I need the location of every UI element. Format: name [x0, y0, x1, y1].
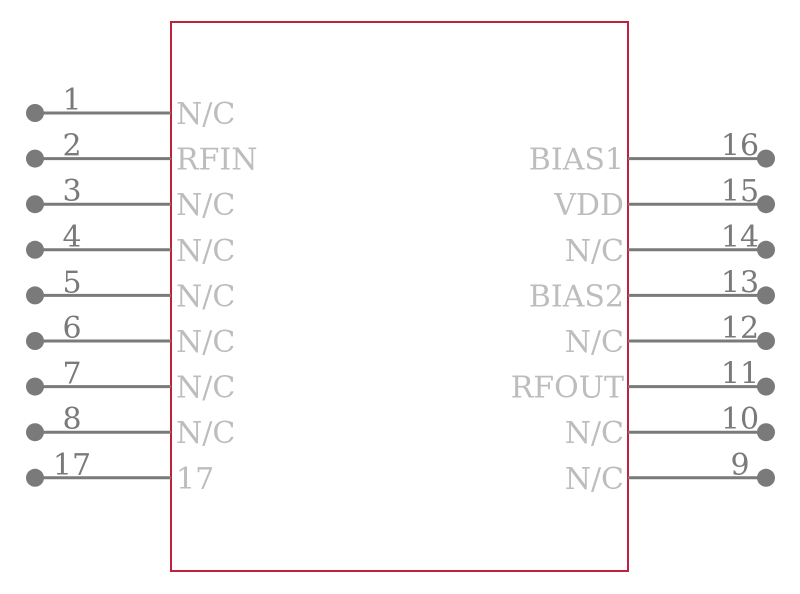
pin-2: 2 RFIN: [26, 129, 258, 178]
pin-14: 14 N/C: [565, 220, 775, 269]
component-body: [170, 21, 629, 572]
pin-1-terminal: [26, 104, 44, 122]
pin-8-number: 8: [62, 402, 81, 437]
pin-10-number: 10: [721, 402, 759, 437]
pin-16-number: 16: [721, 129, 759, 164]
pin-7: 7 N/C: [26, 357, 235, 406]
pin-7-terminal: [26, 377, 44, 396]
pin-1: 1 N/C: [26, 83, 235, 132]
pin-10-terminal: [757, 423, 775, 442]
pin-12-label: N/C: [565, 325, 624, 360]
right-pin-group: 16BIAS115VDD14N/C13BIAS212N/C11RFOUT10N/…: [511, 129, 775, 497]
pin-12-terminal: [757, 332, 775, 350]
pin-4-terminal: [26, 240, 44, 259]
pin-10-label: N/C: [565, 416, 624, 451]
pin-9-number: 9: [730, 448, 749, 483]
pin-14-label: N/C: [565, 234, 624, 269]
pin-13-number: 13: [721, 265, 759, 300]
pin-16-terminal: [757, 149, 775, 168]
pin-5-number: 5: [62, 265, 81, 300]
pin-9-label: N/C: [565, 462, 624, 497]
pin-11: 11 RFOUT: [511, 357, 775, 406]
pin-6-terminal: [26, 332, 44, 350]
pin-5: 5 N/C: [26, 265, 235, 314]
pin-12: 12 N/C: [565, 311, 775, 360]
pin-1-number: 1: [62, 83, 81, 118]
pin-15-number: 15: [721, 174, 759, 209]
pin-8: 8 N/C: [26, 402, 235, 451]
pin-4: 4 N/C: [26, 220, 235, 269]
pin-13-terminal: [757, 286, 775, 305]
pin-5-terminal: [26, 286, 44, 305]
pin-3-terminal: [26, 195, 44, 214]
pin-16-label: BIAS1: [529, 143, 624, 178]
pin-3-number: 3: [62, 174, 81, 209]
pin-3-label: N/C: [176, 188, 235, 223]
pin-2-terminal: [26, 149, 44, 168]
pin-6: 6 N/C: [26, 311, 235, 360]
pin-16: 16 BIAS1: [529, 129, 775, 178]
pin-15: 15 VDD: [553, 174, 775, 223]
pin-10: 10 N/C: [565, 402, 775, 451]
pin-11-terminal: [757, 377, 775, 396]
pin-8-label: N/C: [176, 416, 235, 451]
pin-11-number: 11: [721, 357, 759, 392]
pin-11-label: RFOUT: [511, 371, 624, 406]
pin-7-label: N/C: [176, 371, 235, 406]
pin-9-terminal: [757, 468, 775, 487]
pin-15-terminal: [757, 195, 775, 214]
pin-13-label: BIAS2: [529, 279, 624, 314]
pin-4-number: 4: [62, 220, 81, 255]
pin-15-label: VDD: [553, 188, 624, 223]
pin-12-number: 12: [721, 311, 759, 346]
pin-17-number: 17: [53, 448, 91, 483]
pin-2-number: 2: [62, 129, 81, 164]
pin-3: 3 N/C: [26, 174, 235, 223]
pin-17-terminal: [26, 468, 44, 487]
pin-7-number: 7: [62, 357, 81, 392]
pin-4-label: N/C: [176, 234, 235, 269]
pin-13: 13 BIAS2: [529, 265, 775, 314]
pin-14-number: 14: [721, 220, 759, 255]
pin-6-number: 6: [62, 311, 81, 346]
pin-9: 9 N/C: [565, 448, 775, 497]
pin-5-label: N/C: [176, 279, 235, 314]
pin-2-label: RFIN: [176, 143, 258, 178]
pin-8-terminal: [26, 423, 44, 442]
pin-14-terminal: [757, 240, 775, 259]
pin-6-label: N/C: [176, 325, 235, 360]
pin-1-label: N/C: [176, 97, 235, 132]
pin-17-label: 17: [176, 462, 214, 497]
